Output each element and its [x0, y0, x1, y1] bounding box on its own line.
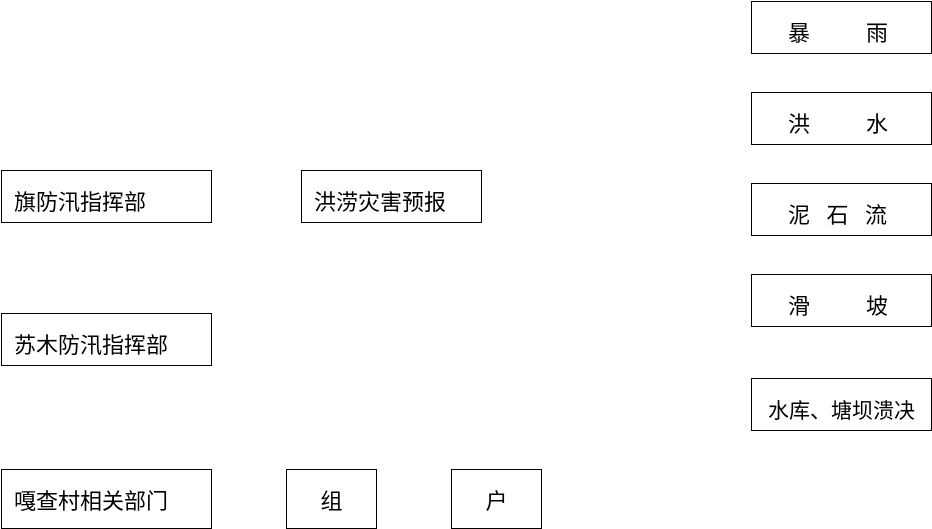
- hazard-flood-char-1: 洪: [788, 113, 811, 138]
- hazard-flood-label: 洪 水: [788, 115, 888, 137]
- hazard-landslide-char-2: 坡: [865, 295, 888, 320]
- flood-disaster-forecast-box: 洪涝灾害预报: [301, 170, 482, 223]
- hazard-dam-failure-label: 水库、塘坝溃决: [768, 399, 915, 423]
- hazard-rainstorm-label: 暴 雨: [788, 24, 888, 46]
- household-label: 户: [485, 490, 508, 515]
- hazard-flood-char-2: 水: [865, 113, 888, 138]
- hazard-debris-flow-char-3: 流: [864, 204, 887, 229]
- flood-disaster-forecast-label: 洪涝灾害预报: [314, 191, 447, 216]
- hazard-debris-flow-box: 泥 石 流: [751, 183, 932, 236]
- hazard-debris-flow-char-1: 泥: [788, 204, 811, 229]
- household-box: 户: [451, 469, 542, 529]
- group-box: 组: [286, 469, 377, 529]
- hazard-landslide-char-1: 滑: [788, 295, 811, 320]
- banner-flood-control-hq-box: 旗防汛指挥部: [1, 170, 212, 223]
- group-label: 组: [320, 490, 343, 515]
- hazard-rainstorm-char-2: 雨: [865, 22, 888, 47]
- hazard-dam-failure-box: 水库、塘坝溃决: [751, 378, 932, 431]
- hazard-landslide-label: 滑 坡: [788, 297, 888, 319]
- sumu-flood-control-hq-label: 苏木防汛指挥部: [14, 334, 169, 359]
- sumu-flood-control-hq-box: 苏木防汛指挥部: [1, 313, 212, 366]
- hazard-flood-box: 洪 水: [751, 92, 932, 145]
- hazard-landslide-box: 滑 坡: [751, 274, 932, 327]
- banner-flood-control-hq-label: 旗防汛指挥部: [14, 191, 147, 216]
- village-departments-label: 嘎查村相关部门: [14, 490, 169, 515]
- hazard-debris-flow-label: 泥 石 流: [788, 206, 887, 228]
- village-departments-box: 嘎查村相关部门: [1, 469, 212, 529]
- hazard-rainstorm-char-1: 暴: [788, 22, 811, 47]
- hazard-rainstorm-box: 暴 雨: [751, 1, 932, 54]
- hazard-debris-flow-char-2: 石: [826, 204, 849, 229]
